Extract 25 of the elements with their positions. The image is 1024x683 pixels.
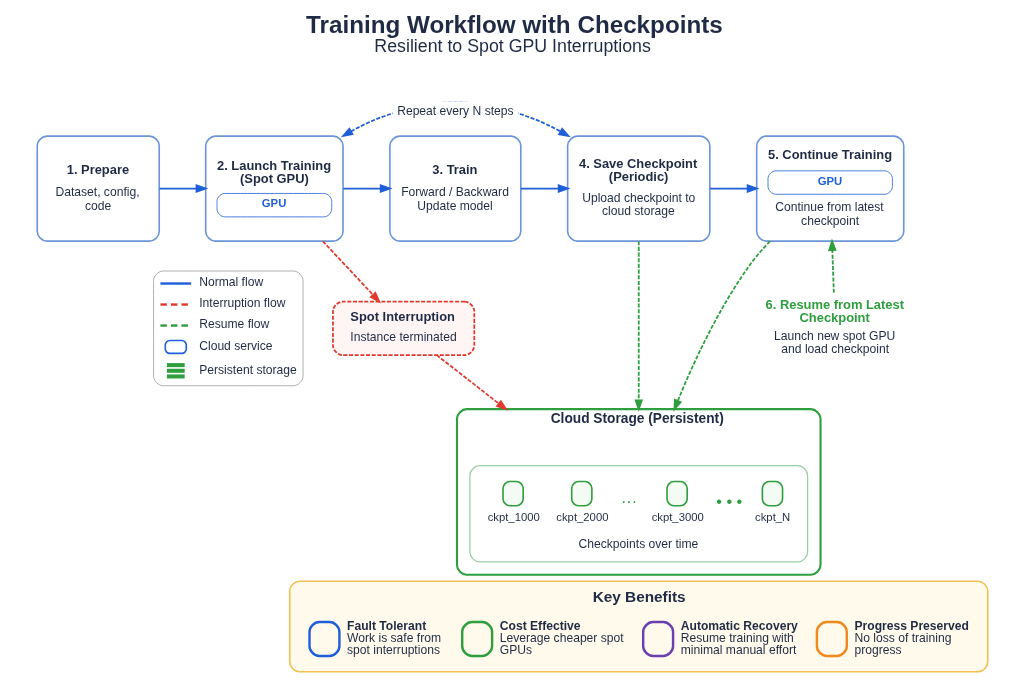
node-box: 2. Launch Training (Spot GPU) GPU <box>204 135 344 242</box>
node-text: 6. Resume from Latest Checkpoint Launch new spot GPU and load checkpoint <box>765 296 904 357</box>
legend-label: Interruption flow <box>198 296 285 311</box>
node-box: 5. Continue Training GPU Continue from latest checkpoint <box>755 135 905 242</box>
arrow <box>341 184 393 194</box>
legend-label: Persistent storage <box>198 362 297 377</box>
arrow <box>827 238 837 294</box>
legend-label: Normal flow <box>198 275 263 290</box>
legend-label: Resume flow <box>198 317 269 332</box>
node-box: 3. Train Forward / Backward Update model <box>388 135 522 242</box>
arrow <box>519 184 571 194</box>
arrow <box>435 354 508 411</box>
node-box: ckpt_1000 ckpt_2000 ··· ckpt_3000 • • • ckpt_N Checkpoints over time <box>468 465 808 563</box>
arrow <box>158 184 208 194</box>
diagram-title: Training Workflow with Checkpoints <box>305 11 723 39</box>
node-box: 1. Prepare Dataset, config, code <box>35 135 160 242</box>
arrow <box>633 240 643 412</box>
legend-label: Cloud service <box>198 338 273 353</box>
node-box: Spot Interruption Instance terminated <box>331 300 475 356</box>
arrow <box>708 184 760 194</box>
node-box: Key Benefits Fault Tolerant Work is safe from spot interruptions Cost Effective Leverage cheaper spot GPUs Automatic Recovery Resume training with minimal manual effort Progress Preserved No loss of training progress <box>288 580 989 673</box>
node-box: 4. Save Checkpoint (Periodic) Upload checkpoint to cloud storage <box>566 135 711 242</box>
arrow <box>672 240 771 412</box>
arrow <box>321 240 381 304</box>
edge-label: Repeat every N steps <box>396 104 514 119</box>
